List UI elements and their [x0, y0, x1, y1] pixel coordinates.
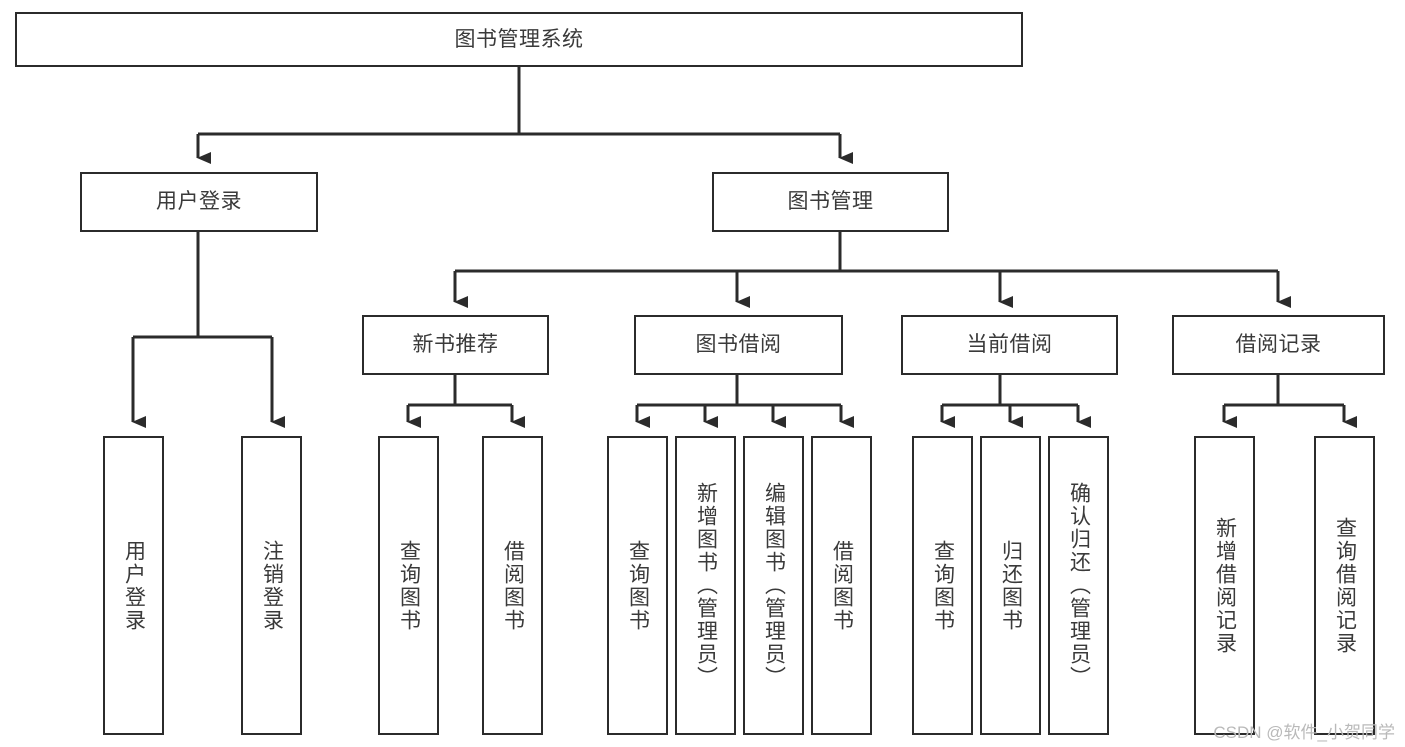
node-user-login-label: 用户登录: [156, 190, 242, 214]
leaf-borrow-add-book[interactable]: 新增图书（管理员）: [675, 436, 736, 735]
leaf-record-query-record[interactable]: 查询借阅记录: [1314, 436, 1375, 735]
leaf-borrow-query-book[interactable]: 查询图书: [607, 436, 668, 735]
node-current-borrow-label: 当前借阅: [966, 333, 1053, 357]
leaf-user-login-login[interactable]: 用户登录: [103, 436, 164, 735]
node-borrow-record[interactable]: 借阅记录: [1172, 315, 1385, 375]
leaf-current-confirm-return[interactable]: 确认归还（管理员）: [1048, 436, 1109, 735]
leaf-record-add-record[interactable]: 新增借阅记录: [1194, 436, 1255, 735]
leaf-label: 新增借阅记录: [1213, 516, 1237, 655]
leaf-label: 编辑图书（管理员）: [762, 482, 786, 689]
node-new-book-recommend-label: 新书推荐: [412, 333, 499, 357]
node-current-borrow[interactable]: 当前借阅: [901, 315, 1118, 375]
leaf-label: 归还图书: [999, 539, 1023, 632]
leaf-label: 借阅图书: [501, 539, 525, 632]
leaf-label: 确认归还（管理员）: [1067, 482, 1091, 689]
leaf-recommend-borrow-book[interactable]: 借阅图书: [482, 436, 543, 735]
leaf-label: 借阅图书: [830, 539, 854, 632]
node-book-management-label: 图书管理: [787, 190, 874, 214]
node-book-management[interactable]: 图书管理: [712, 172, 949, 232]
leaf-label: 新增图书（管理员）: [694, 482, 718, 689]
node-user-login[interactable]: 用户登录: [80, 172, 318, 232]
node-borrow-record-label: 借阅记录: [1235, 333, 1322, 357]
leaf-current-query-book[interactable]: 查询图书: [912, 436, 973, 735]
node-book-borrow[interactable]: 图书借阅: [634, 315, 843, 375]
node-new-book-recommend[interactable]: 新书推荐: [362, 315, 549, 375]
leaf-recommend-query-book[interactable]: 查询图书: [378, 436, 439, 735]
leaf-label: 查询图书: [626, 539, 650, 632]
leaf-borrow-edit-book[interactable]: 编辑图书（管理员）: [743, 436, 804, 735]
leaf-label: 查询图书: [931, 539, 955, 632]
node-root[interactable]: 图书管理系统: [15, 12, 1023, 67]
leaf-label: 查询图书: [397, 539, 421, 632]
leaf-current-return-book[interactable]: 归还图书: [980, 436, 1041, 735]
leaf-borrow-borrow-book[interactable]: 借阅图书: [811, 436, 872, 735]
leaf-label: 注销登录: [260, 539, 284, 632]
csdn-watermark: CSDN @软件_小贺同学: [1213, 723, 1395, 742]
leaf-label: 用户登录: [122, 539, 146, 632]
leaf-user-login-logout[interactable]: 注销登录: [241, 436, 302, 735]
node-book-borrow-label: 图书借阅: [695, 333, 782, 357]
node-root-label: 图书管理系统: [454, 27, 584, 51]
leaf-label: 查询借阅记录: [1333, 516, 1357, 655]
